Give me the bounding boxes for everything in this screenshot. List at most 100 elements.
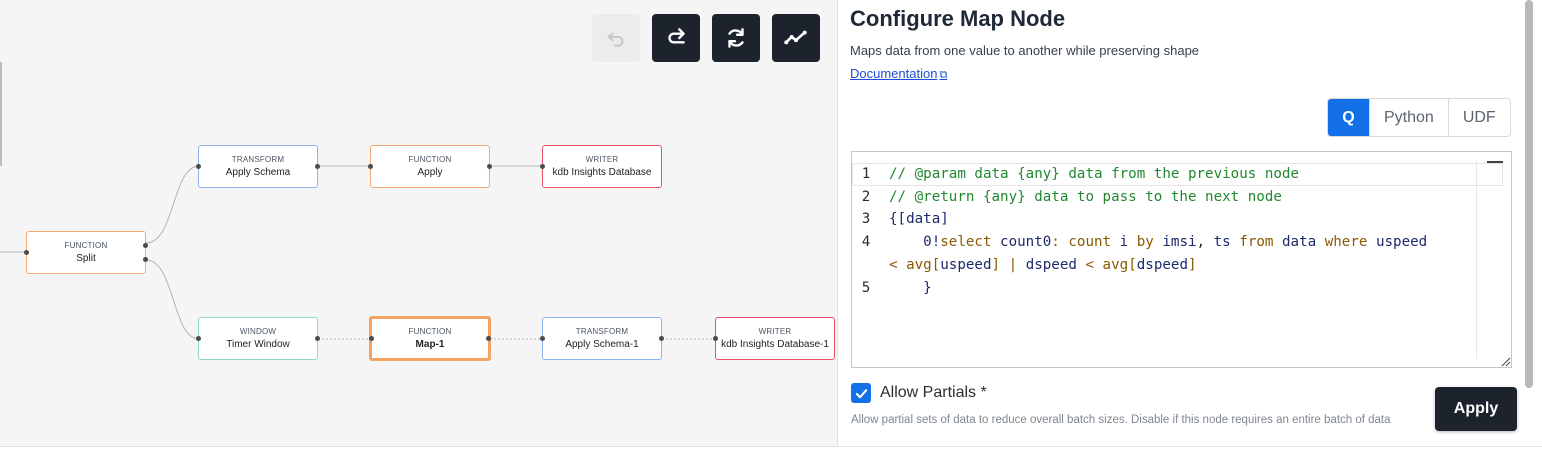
- bottom-divider: [0, 446, 1542, 451]
- current-line-highlight: [852, 163, 1503, 186]
- line-number: 2: [861, 189, 871, 206]
- node-type: TRANSFORM: [231, 155, 285, 164]
- code-token: select: [940, 234, 992, 251]
- code-token: i: [1111, 234, 1137, 251]
- code-text-wrapped: < avg[uspeed] | dspeed < avg[dspeed]: [889, 257, 1197, 273]
- output-port[interactable]: [315, 336, 320, 341]
- edge-split-apply-schema: [145, 165, 200, 244]
- redo-button[interactable]: [652, 14, 700, 62]
- editor-scroll-marker: [1487, 161, 1503, 163]
- trend-line-icon: [784, 30, 807, 45]
- output-port[interactable]: [315, 164, 320, 169]
- code-text: {[data]: [889, 211, 949, 228]
- input-port[interactable]: [24, 250, 29, 255]
- code-token: [1231, 234, 1240, 250]
- documentation-link[interactable]: Documentation⧉: [850, 66, 947, 82]
- checkmark-icon: [855, 388, 867, 398]
- language-option-udf[interactable]: UDF: [1447, 99, 1510, 136]
- apply-button[interactable]: Apply: [1435, 387, 1517, 431]
- undo-icon: [607, 32, 624, 47]
- external-link-icon: ⧉: [939, 69, 948, 81]
- node-type: FUNCTION: [408, 155, 452, 164]
- output-port[interactable]: [659, 336, 664, 341]
- node-split[interactable]: FUNCTION Split: [24, 231, 148, 274]
- output-port[interactable]: [487, 164, 492, 169]
- refresh-button[interactable]: [712, 14, 760, 62]
- node-label: kdb Insights Database-1: [721, 339, 829, 350]
- node-timer-window[interactable]: WINDOW Timer Window: [196, 317, 320, 360]
- language-option-python[interactable]: Python: [1369, 99, 1448, 136]
- node-apply-schema[interactable]: TRANSFORM Apply Schema: [196, 145, 320, 188]
- code-token: [: [1128, 257, 1137, 274]
- output-port[interactable]: [486, 336, 491, 341]
- line-number: 5: [861, 280, 871, 297]
- code-editor[interactable]: 1 // @param data {any} data from the pre…: [851, 151, 1512, 368]
- code-token: ]: [1187, 257, 1197, 274]
- code-token: ts: [1213, 234, 1231, 251]
- code-token: [1316, 234, 1325, 250]
- input-port[interactable]: [368, 164, 373, 169]
- language-selector: Q Python UDF: [1327, 98, 1511, 137]
- node-map-1[interactable]: FUNCTION Map-1: [369, 316, 491, 361]
- input-port[interactable]: [196, 164, 201, 169]
- code-token: [: [931, 257, 941, 274]
- node-type: WINDOW: [239, 327, 277, 336]
- node-label: Apply Schema: [225, 167, 291, 178]
- edge-split-window: [145, 259, 200, 340]
- allow-partials-checkbox[interactable]: [851, 383, 871, 403]
- input-port[interactable]: [540, 164, 545, 169]
- input-port[interactable]: [369, 336, 374, 341]
- code-token: dspeed: [1025, 257, 1077, 274]
- line-number: 3: [861, 211, 871, 228]
- node-type: TRANSFORM: [575, 327, 629, 336]
- code-comment: // @param data {any} data from the previ…: [889, 166, 1299, 183]
- allow-partials-label[interactable]: Allow Partials *: [880, 384, 987, 401]
- panel-scrollbar[interactable]: [1525, 0, 1533, 388]
- node-label: Timer Window: [226, 339, 290, 350]
- code-token: where: [1324, 234, 1368, 251]
- allow-partials-help: Allow partial sets of data to reduce ove…: [851, 414, 1391, 426]
- node-label: Apply Schema-1: [565, 339, 639, 350]
- code-text: }: [889, 280, 932, 297]
- code-token: 0!: [889, 234, 941, 251]
- language-option-q[interactable]: Q: [1328, 99, 1369, 136]
- input-port[interactable]: [540, 336, 545, 341]
- pipeline-canvas[interactable]: FUNCTION Split TRANSFORM Apply Schema FU…: [0, 0, 838, 446]
- node-writer-kdb-1[interactable]: WRITER kdb Insights Database-1: [713, 317, 835, 360]
- node-label: Apply: [417, 167, 443, 178]
- code-comment: // @return {any} data to pass to the nex…: [889, 189, 1282, 206]
- config-panel: Configure Map Node Maps data from one va…: [838, 0, 1542, 446]
- code-token: by: [1136, 234, 1154, 251]
- code-token: < avg: [1076, 257, 1129, 274]
- redo-icon: [668, 28, 685, 44]
- resize-handle-icon[interactable]: [1499, 355, 1511, 367]
- code-token: from: [1239, 234, 1274, 251]
- code-token: uspeed: [1367, 234, 1428, 251]
- code-token: count0: [991, 234, 1052, 251]
- input-port[interactable]: [713, 336, 718, 341]
- code-token: ] |: [991, 257, 1026, 274]
- graph-button[interactable]: [772, 14, 820, 62]
- canvas-edge-marker: [0, 62, 2, 166]
- documentation-link-label: Documentation: [850, 66, 938, 81]
- undo-button[interactable]: [592, 14, 640, 62]
- node-apply[interactable]: FUNCTION Apply: [368, 145, 492, 188]
- node-label: Map-1: [415, 339, 445, 350]
- refresh-icon: [728, 28, 744, 48]
- node-writer-kdb[interactable]: WRITER kdb Insights Database: [540, 145, 662, 188]
- code-token: imsi: [1153, 234, 1197, 251]
- code-token: data: [1273, 234, 1317, 251]
- input-port[interactable]: [196, 336, 201, 341]
- node-type: FUNCTION: [408, 327, 452, 336]
- pipeline-edges: [0, 165, 716, 340]
- code-token: ,: [1196, 234, 1214, 251]
- output-port[interactable]: [143, 243, 148, 249]
- code-token: :: [1051, 234, 1069, 251]
- code-token: < avg: [889, 257, 932, 274]
- node-apply-schema-1[interactable]: TRANSFORM Apply Schema-1: [540, 317, 664, 360]
- line-number: 4: [861, 234, 871, 251]
- panel-title: Configure Map Node: [850, 6, 1066, 31]
- editor-scrollbar[interactable]: [1476, 161, 1490, 359]
- output-port[interactable]: [143, 257, 148, 263]
